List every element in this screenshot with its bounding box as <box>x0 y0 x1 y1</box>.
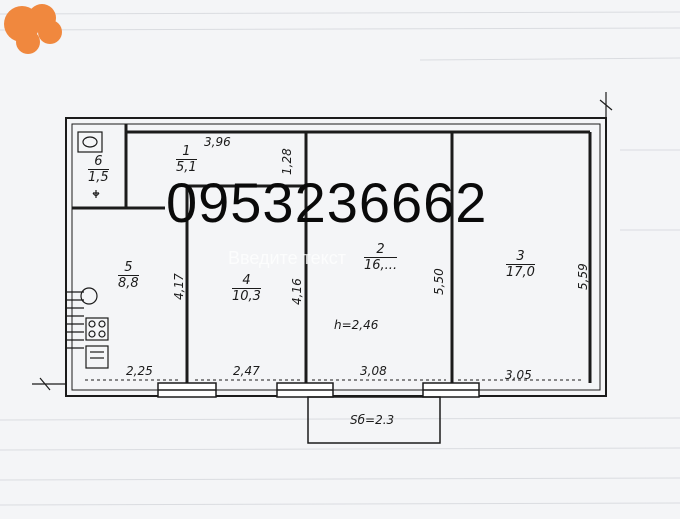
room-3-depth-dimension: 5,59 <box>576 263 590 290</box>
phone-number-overlay: 0953236662 <box>166 171 488 234</box>
room-2-width-dimension: 3,08 <box>360 364 387 378</box>
room-4-width-dimension: 2,47 <box>233 364 260 378</box>
room-4-label: 4 10,3 <box>232 273 261 304</box>
room-1-number: 1 <box>176 144 197 160</box>
balcony-area-label: Sб=2.3 <box>350 413 395 427</box>
room-3-number: 3 <box>506 249 535 265</box>
room-6-number: 6 <box>88 154 109 170</box>
room-2-number: 2 <box>364 242 398 258</box>
corridor-length-dimension: 3,96 <box>204 135 231 149</box>
room-1-area: 5,1 <box>176 160 197 175</box>
room-6-label: 6 1,5 <box>88 154 109 185</box>
room-4-depth-dimension: 4,16 <box>290 278 304 305</box>
ceiling-height-label: h=2,46 <box>334 318 379 332</box>
orange-logo <box>4 4 62 54</box>
room-4-area: 10,3 <box>232 289 261 304</box>
room-3-label: 3 17,0 <box>506 249 535 280</box>
room-2-depth-dimension: 5,50 <box>432 268 446 295</box>
room-2-label: 2 16,... <box>364 242 398 273</box>
room-5-label: 5 8,8 <box>118 260 139 291</box>
room-4-number: 4 <box>232 273 261 289</box>
room-5-area: 8,8 <box>118 276 139 291</box>
room-6-area: 1,5 <box>88 170 109 185</box>
room-5-depth-dimension: 4,17 <box>172 273 186 300</box>
room-5-number: 5 <box>118 260 139 276</box>
room-5-width-dimension: 2,25 <box>126 364 153 378</box>
room-1-label: 1 5,1 <box>176 144 197 175</box>
watermark-text: Введите текст <box>228 248 346 268</box>
room-3-width-dimension: 3,05 <box>505 368 532 382</box>
room-2-area: 16,... <box>364 258 398 273</box>
room-3-area: 17,0 <box>506 265 535 280</box>
